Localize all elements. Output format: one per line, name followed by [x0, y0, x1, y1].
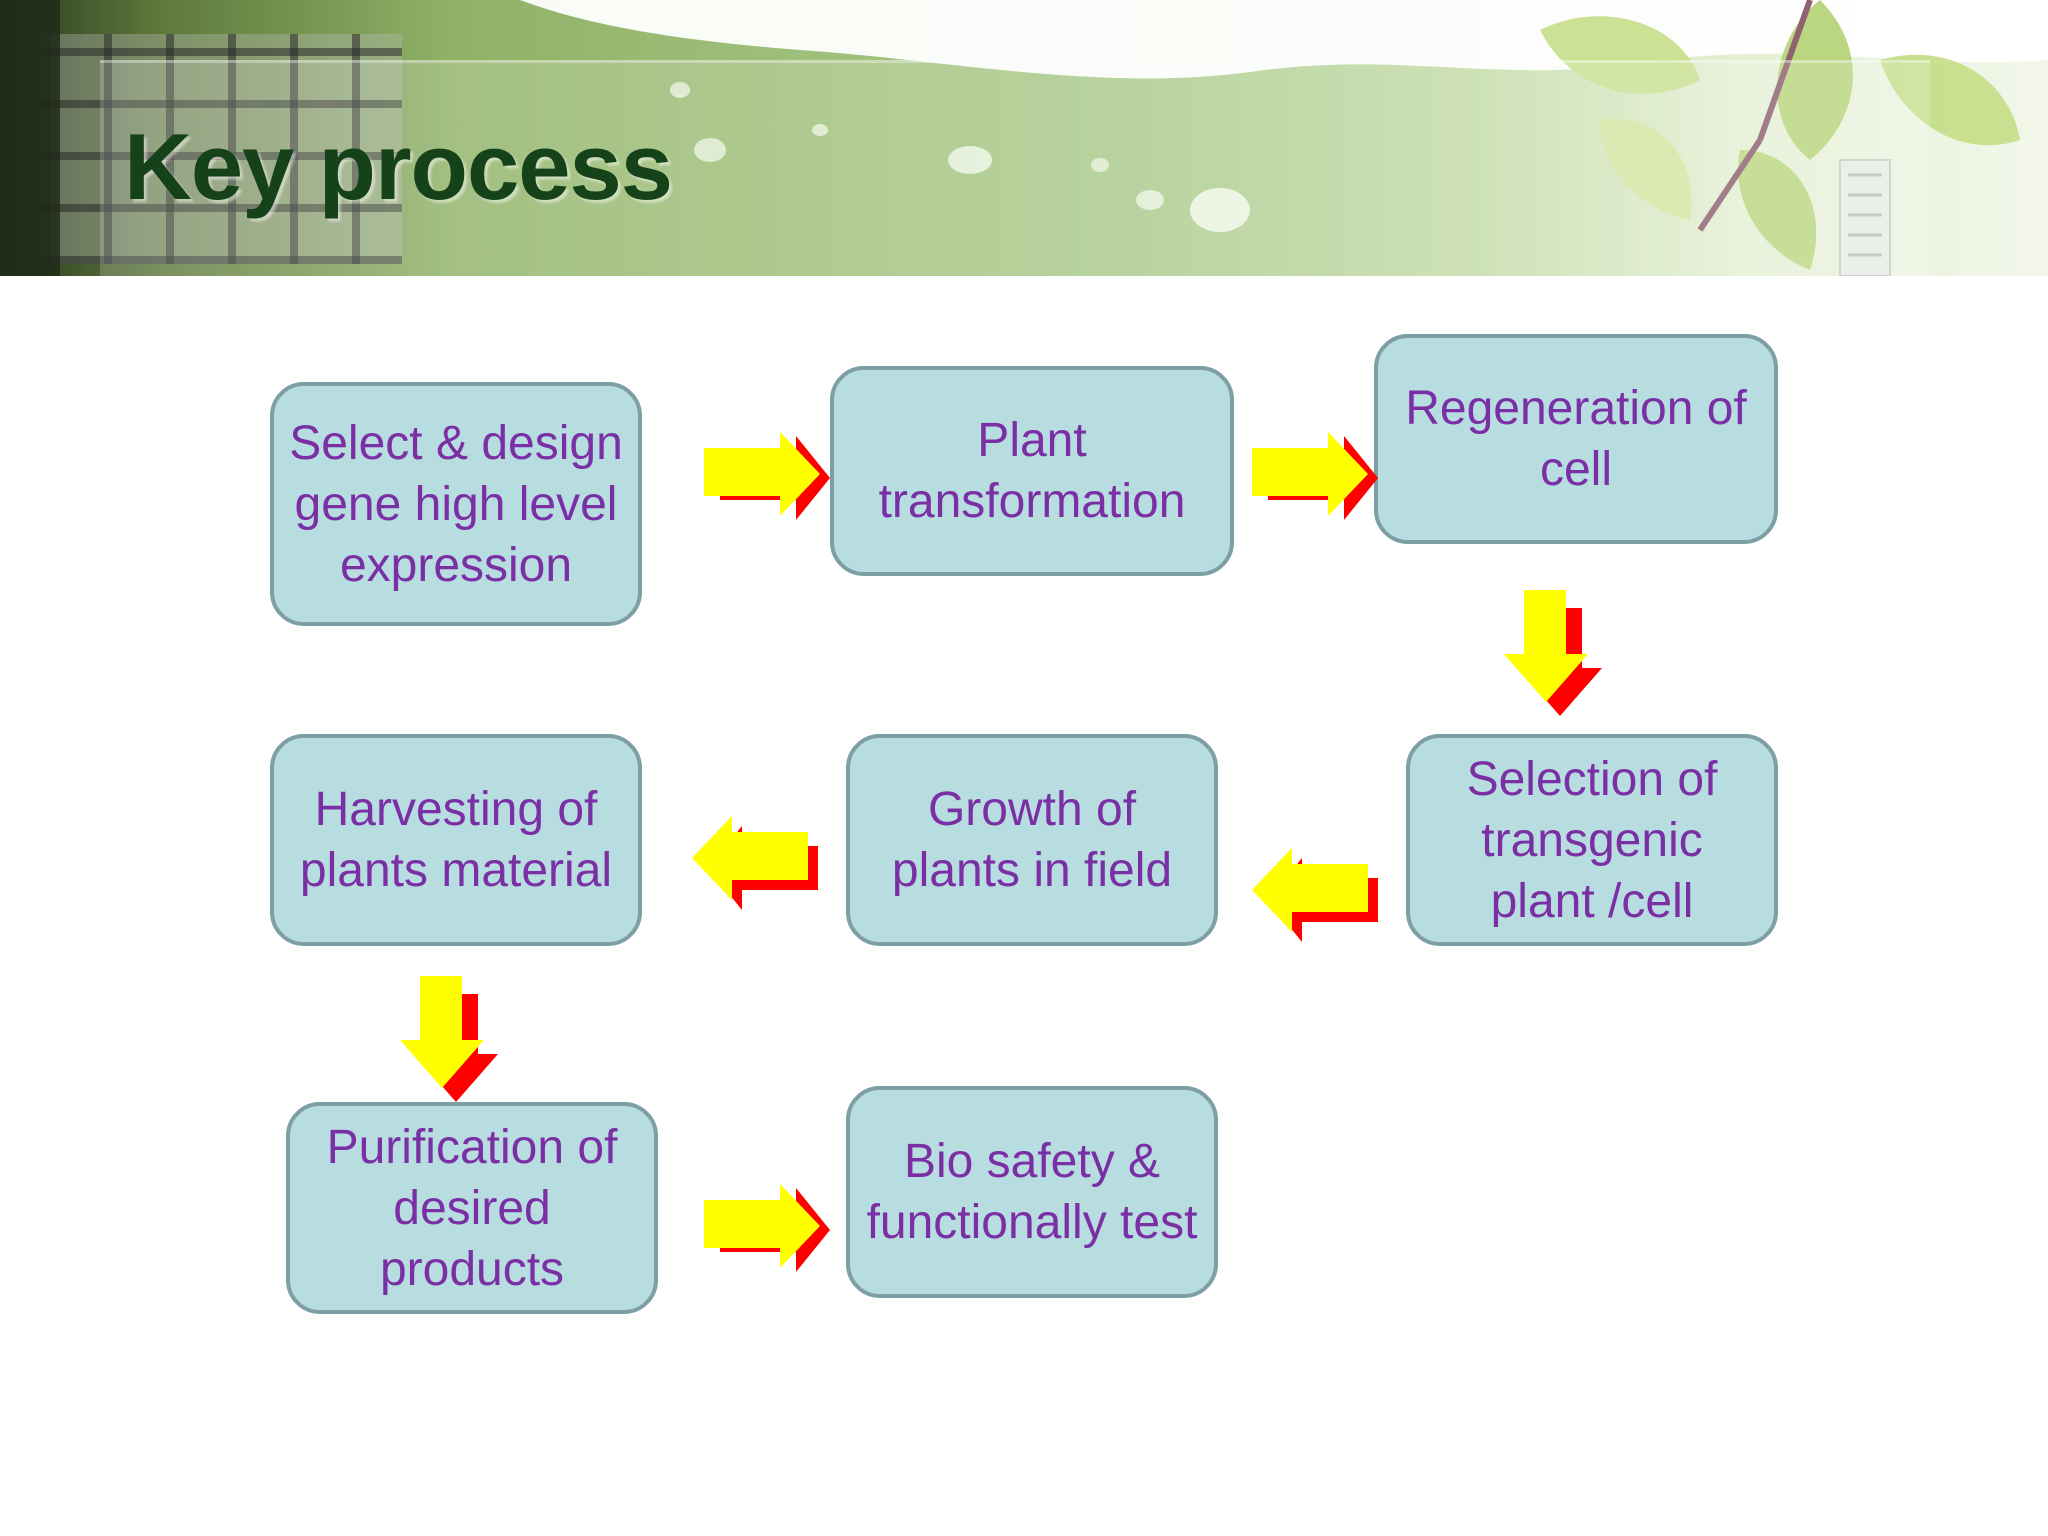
- arrow-right-2: [1252, 432, 1378, 520]
- arrow-left-2: [692, 816, 818, 910]
- arrow-left-1: [1252, 848, 1378, 942]
- arrow-down-1: [1504, 590, 1602, 716]
- flow-step-biosafety-test: Bio safety & functionally test: [846, 1086, 1218, 1298]
- banner-grid-decoration: [42, 34, 402, 264]
- page-title: Key process: [124, 114, 673, 219]
- flow-step-regeneration-of-cell: Regeneration of cell: [1374, 334, 1778, 544]
- arrow-down-2: [400, 976, 498, 1102]
- banner-frame: [100, 60, 1930, 276]
- arrow-right-1: [704, 432, 830, 520]
- header-banner: Key process: [0, 0, 2048, 276]
- flow-step-select-design-gene: Select & design gene high level expressi…: [270, 382, 642, 626]
- arrow-right-3: [704, 1184, 830, 1272]
- flow-step-growth-in-field: Growth of plants in field: [846, 734, 1218, 946]
- banner-leaf-decoration: [0, 0, 2048, 276]
- flow-step-harvesting: Harvesting of plants material: [270, 734, 642, 946]
- flow-step-selection-transgenic: Selection of transgenic plant /cell: [1406, 734, 1778, 946]
- flow-step-plant-transformation: Plant transformation: [830, 366, 1234, 576]
- flow-step-purification: Purification of desired products: [286, 1102, 658, 1314]
